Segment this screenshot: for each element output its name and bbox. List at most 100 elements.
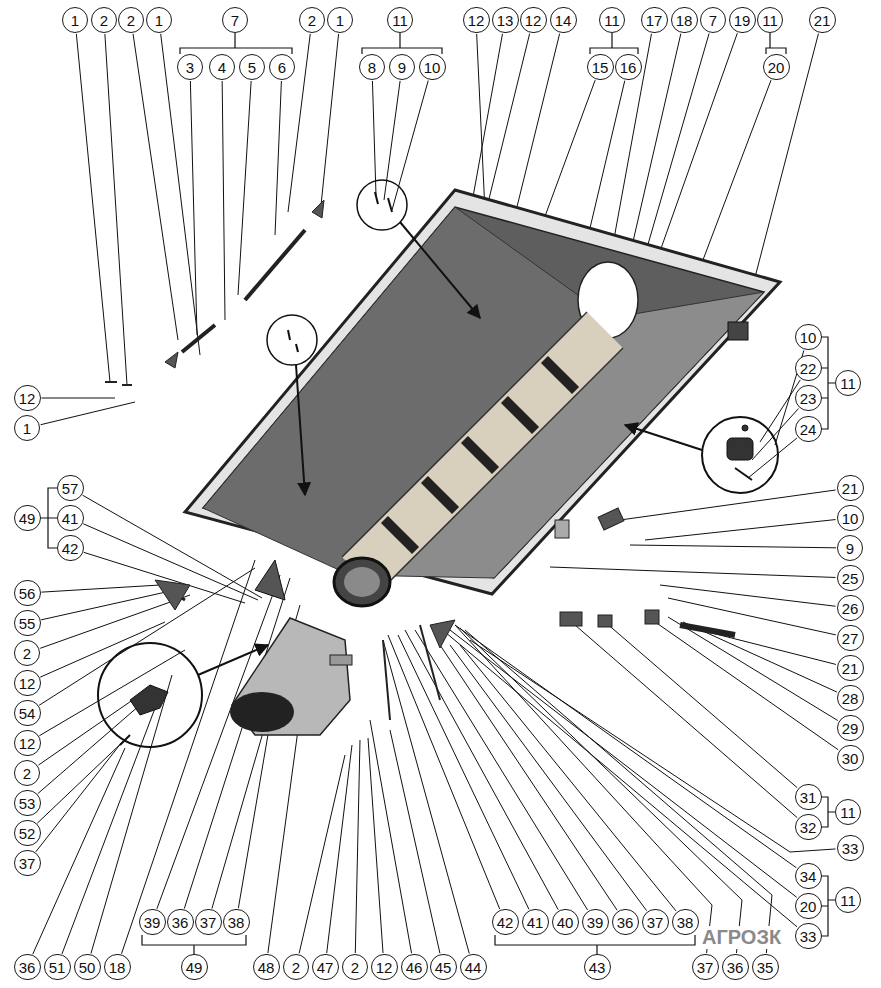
leader-line — [605, 622, 797, 788]
drawing-shape — [598, 615, 612, 627]
callout-text: 10 — [842, 511, 859, 526]
callout-number: 35 — [752, 954, 779, 980]
drawing-shape — [198, 645, 268, 675]
leader-line — [320, 34, 339, 215]
drawing-shape — [312, 200, 324, 218]
leader-line — [40, 622, 165, 677]
drawing-shape — [590, 33, 638, 54]
leader-line — [383, 640, 469, 953]
callout-number: 9 — [389, 54, 415, 80]
leader-line — [372, 81, 376, 195]
callout-number: 2 — [283, 954, 309, 980]
callout-number: 7 — [222, 7, 248, 33]
leader-line — [190, 81, 197, 335]
drawing-shape — [383, 640, 390, 720]
drawing-shape — [430, 620, 455, 648]
callout-text: 23 — [800, 391, 817, 406]
callout-number: 21 — [809, 7, 836, 33]
callout-text: 10 — [800, 330, 817, 345]
callout-number: 41 — [522, 909, 549, 935]
leader-line — [184, 578, 290, 909]
callout-text: 20 — [800, 899, 817, 914]
callout-text: 11 — [604, 13, 620, 28]
drawing-shape — [330, 655, 352, 665]
drawing-shape — [296, 365, 305, 495]
callout-text: 49 — [186, 960, 203, 975]
callout-number: 1 — [327, 7, 353, 33]
leader-line — [550, 567, 836, 577]
callout-number: 2 — [299, 7, 325, 33]
callout-text: 21 — [814, 13, 831, 28]
callout-number: 10 — [837, 505, 864, 531]
leader-line — [299, 755, 345, 953]
callout-text: 21 — [842, 481, 859, 496]
hopper — [185, 190, 780, 594]
drawing-shape — [360, 330, 605, 575]
drawing-shape — [344, 567, 380, 597]
callout-number: 42 — [492, 909, 519, 935]
callout-text: 2 — [23, 646, 31, 661]
callout-number: 2 — [14, 640, 40, 666]
leader-line — [42, 398, 116, 399]
callout-text: 2 — [308, 13, 316, 28]
callout-number: 48 — [253, 954, 280, 980]
callout-number: 53 — [14, 790, 41, 816]
callout-number: 23 — [795, 385, 822, 411]
drawing-shape — [728, 322, 748, 340]
callout-number: 11 — [757, 7, 783, 33]
callout-number: 47 — [312, 954, 339, 980]
small-parts — [105, 200, 735, 720]
leader-line — [450, 630, 797, 897]
callout-text: 18 — [676, 13, 693, 28]
callout-text: 1 — [155, 13, 163, 28]
leader-line — [368, 738, 383, 953]
callout-text: 8 — [368, 60, 376, 75]
callout-text: 39 — [144, 915, 161, 930]
callout-number: 10 — [795, 324, 822, 350]
leader-line — [620, 490, 836, 520]
leader-line — [645, 520, 836, 540]
callout-text: 15 — [592, 60, 609, 75]
callout-text: 9 — [398, 60, 406, 75]
callout-text: 7 — [231, 13, 239, 28]
callout-text: 12 — [376, 960, 393, 975]
callout-text: 47 — [317, 960, 334, 975]
leader-line — [40, 595, 190, 648]
callout-text: 27 — [842, 631, 859, 646]
callout-text: 32 — [800, 820, 817, 835]
drawing-shape — [766, 33, 786, 54]
callout-number: 38 — [223, 909, 250, 935]
callout-text: 11 — [762, 13, 778, 28]
callout-text: 18 — [109, 960, 126, 975]
callout-number: 11 — [599, 7, 625, 33]
callout-text: 39 — [587, 915, 604, 930]
callout-text: 17 — [646, 13, 663, 28]
leader-line — [668, 598, 836, 635]
callout-text: 30 — [842, 751, 859, 766]
callout-number: 56 — [14, 580, 41, 606]
leader-line — [268, 715, 300, 953]
drawing-shape — [702, 417, 778, 493]
drawing-shape — [165, 352, 178, 368]
callout-text: 16 — [620, 60, 637, 75]
watermark: АГРОЗК — [700, 926, 783, 949]
callout-number: 3 — [177, 54, 203, 80]
callout-number: 26 — [837, 595, 864, 621]
drawing-shape — [296, 344, 298, 352]
callout-number: 13 — [492, 7, 519, 33]
callout-text: 37 — [697, 960, 714, 975]
drawing-shape — [342, 312, 587, 557]
callout-number: 12 — [14, 730, 41, 756]
callout-text: 44 — [465, 960, 482, 975]
callout-number: 52 — [14, 820, 41, 846]
drawing-shape — [645, 610, 659, 624]
drawing-shape — [598, 508, 624, 530]
callout-number: 36 — [14, 954, 41, 980]
callout-number: 12 — [14, 385, 41, 411]
callout-text: 29 — [842, 721, 859, 736]
leader-line — [370, 720, 412, 953]
leader-line — [157, 575, 280, 909]
callout-number: 12 — [14, 670, 41, 696]
callout-number: 12 — [371, 954, 398, 980]
callout-text: 37 — [200, 915, 217, 930]
